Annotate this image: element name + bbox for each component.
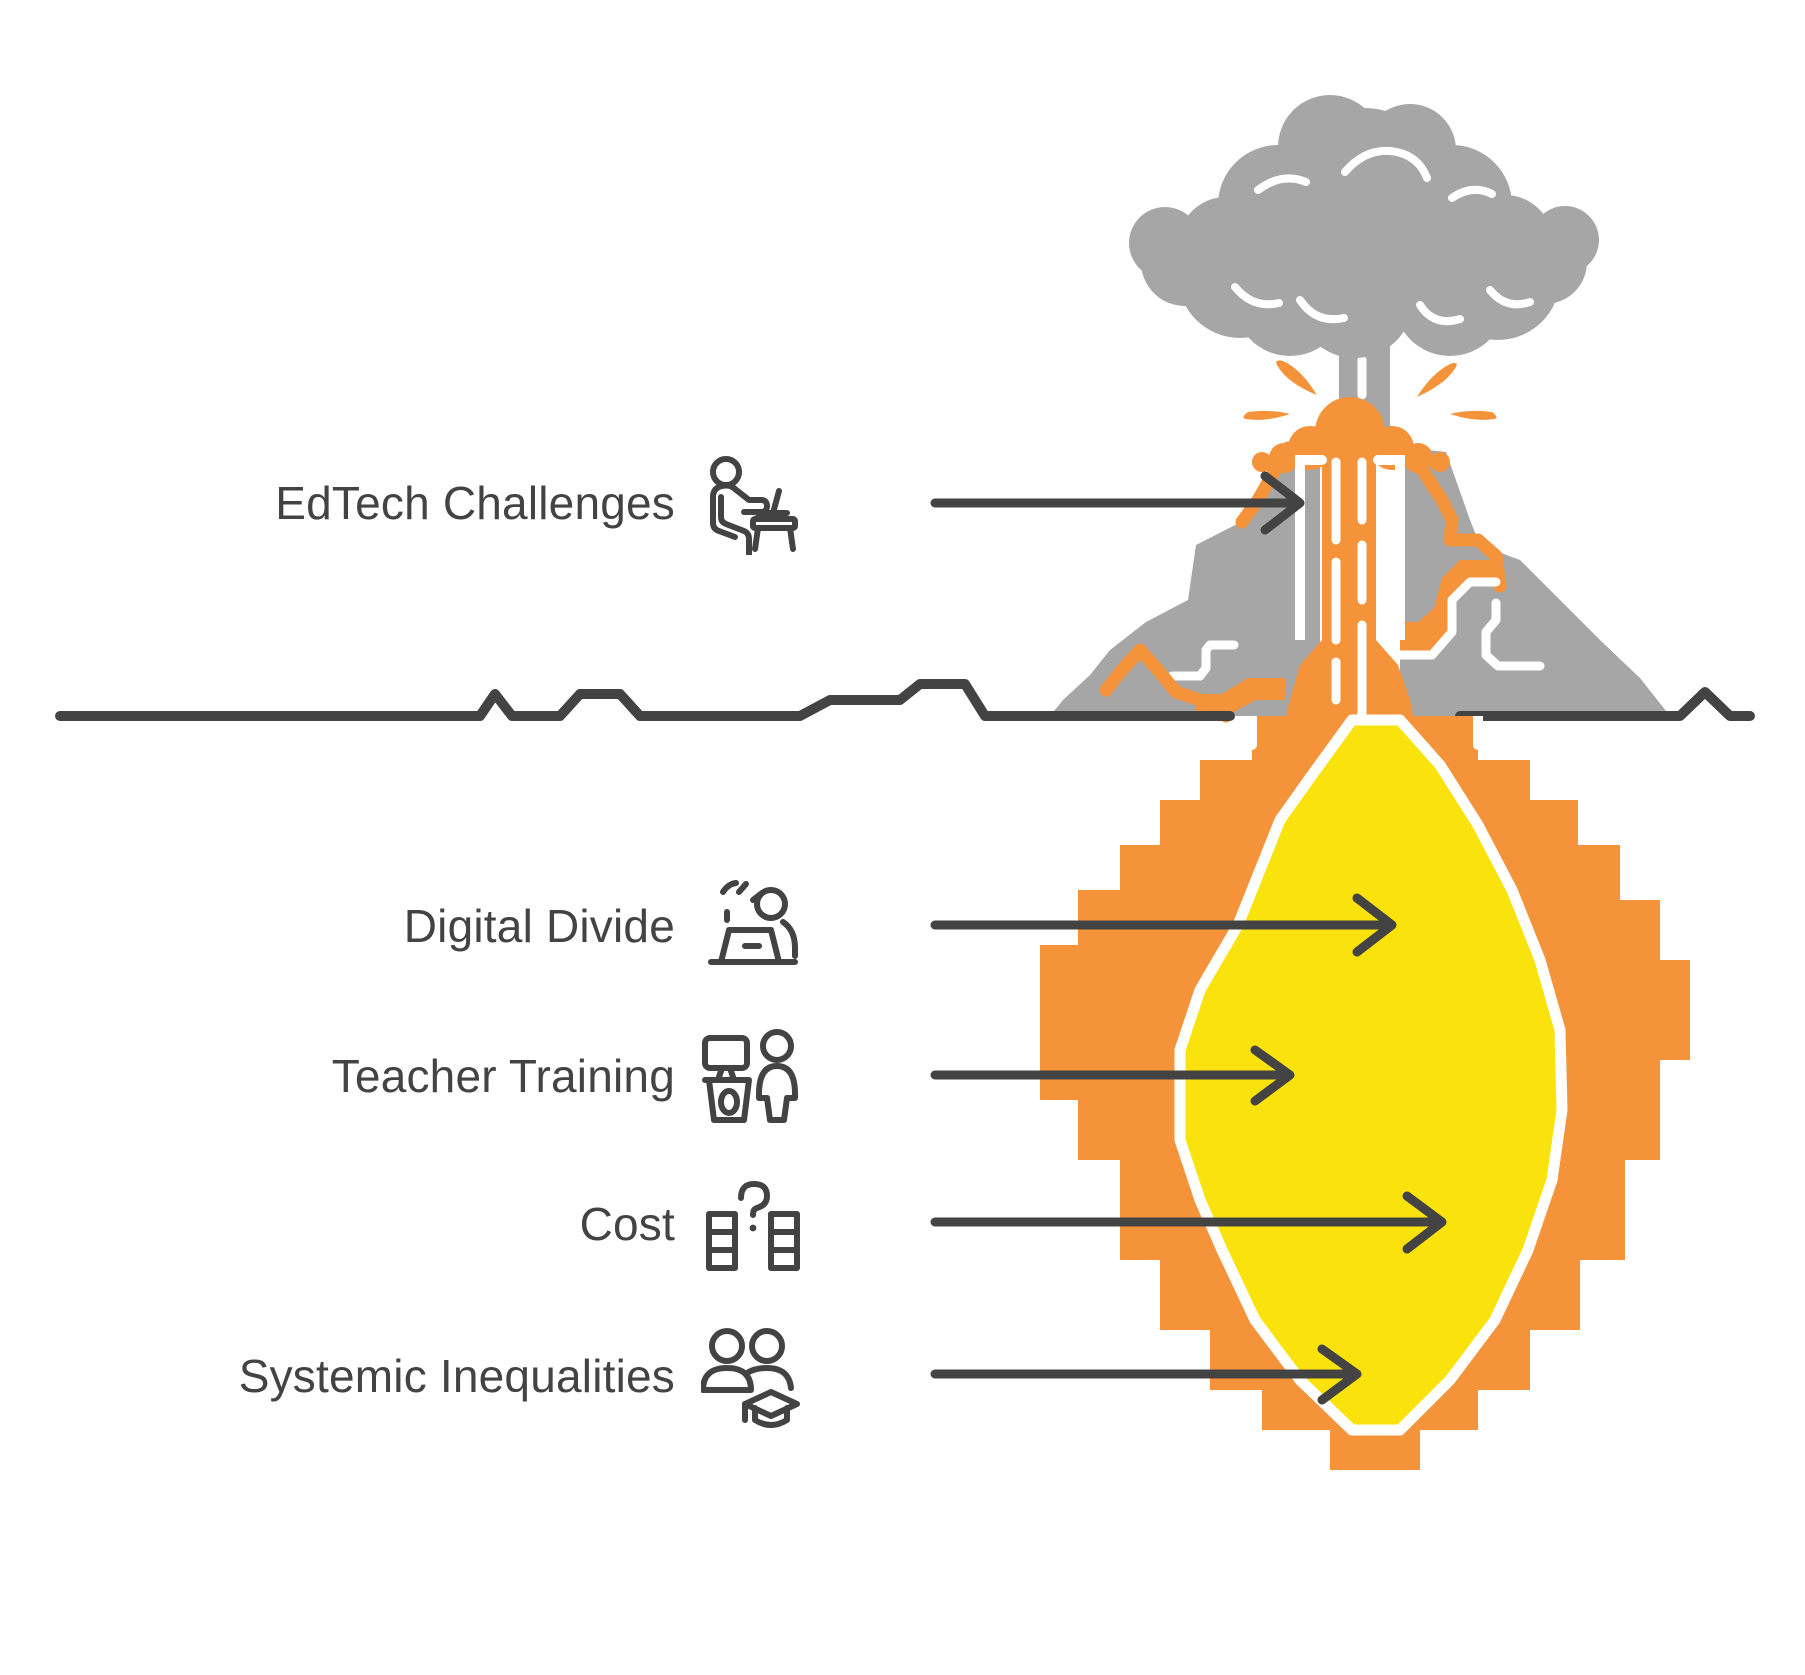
label-digital-divide-text: Digital Divide	[403, 900, 675, 952]
smoke-plume	[1129, 95, 1599, 460]
arrow-teacher-training	[930, 1045, 1295, 1106]
arrow-edtech-challenges	[930, 471, 1305, 535]
arrow-systemic-inequalities	[930, 1344, 1362, 1405]
money-question-icon	[701, 1172, 805, 1276]
magma-chamber-core	[1174, 714, 1568, 1436]
label-edtech-challenges-text: EdTech Challenges	[275, 477, 675, 529]
teacher-at-monitor-icon	[701, 1024, 805, 1128]
eruption-sparks	[1243, 360, 1497, 420]
label-cost[interactable]: Cost	[580, 1172, 805, 1276]
label-systemic-inequalities-text: Systemic Inequalities	[238, 1350, 675, 1402]
label-digital-divide[interactable]: Digital Divide	[404, 874, 805, 978]
lava-vent	[1252, 397, 1450, 740]
label-teacher-training-text: Teacher Training	[331, 1050, 675, 1102]
label-teacher-training[interactable]: Teacher Training	[332, 1024, 805, 1128]
ground-line	[55, 679, 1755, 721]
callout-arrows	[930, 471, 1447, 1405]
person-with-laptop-icon	[701, 874, 805, 978]
label-cost-text: Cost	[579, 1198, 675, 1250]
arrow-cost	[930, 1191, 1447, 1254]
two-people-graduation-cap-icon	[701, 1324, 805, 1428]
label-edtech-challenges[interactable]: EdTech Challenges	[275, 451, 805, 555]
arrow-digital-divide	[930, 893, 1397, 957]
label-systemic-inequalities[interactable]: Systemic Inequalities	[239, 1324, 805, 1428]
left-slope-lava	[1196, 678, 1285, 716]
person-at-desk-icon	[701, 451, 805, 555]
